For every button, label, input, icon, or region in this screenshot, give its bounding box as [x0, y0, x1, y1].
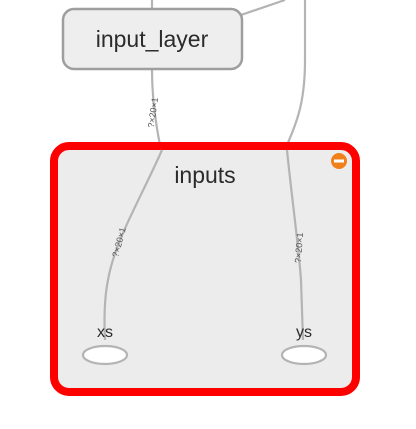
- minus-circle-icon[interactable]: [331, 153, 347, 169]
- edge-into-ys: [285, 149, 305, 341]
- edge-into-xs: [103, 149, 164, 341]
- node-ys-label: ys: [296, 324, 312, 341]
- node-xs-label: xs: [97, 324, 113, 341]
- edge-incoming-2: [237, 0, 286, 18]
- group-inputs[interactable]: inputs: [50, 142, 360, 396]
- edge-upstream-to-inputs: [285, 0, 307, 146]
- group-inputs-label: inputs: [174, 162, 235, 188]
- node-input-layer-label: input_layer: [96, 26, 209, 52]
- node-xs[interactable]: xs: [81, 324, 129, 366]
- edge-label-into-ys: ?×20×1: [293, 232, 305, 263]
- edge-label-input-to-group: ?×20×1: [146, 97, 160, 129]
- node-input-layer[interactable]: input_layer: [61, 7, 244, 71]
- edge-input-layer-to-inputs: [150, 69, 162, 146]
- node-ys[interactable]: ys: [280, 324, 328, 366]
